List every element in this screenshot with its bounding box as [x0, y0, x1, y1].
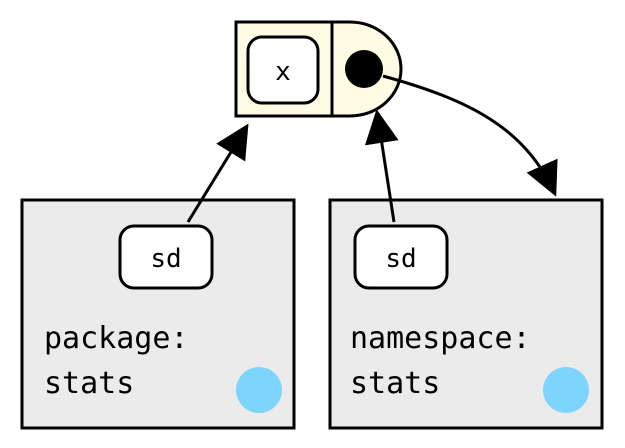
namespace-env-name-line2: stats: [350, 366, 440, 401]
package-environment: sd package: stats: [20, 198, 296, 430]
namespace-env-name-line1: namespace:: [350, 321, 531, 356]
package-env-name-line2: stats: [44, 366, 134, 401]
namespace-binding-sd-label: sd: [385, 244, 416, 274]
namespace-binding-sd: [353, 224, 449, 290]
arrow-namespace-sd-to-function: [364, 109, 399, 223]
function-object: x: [234, 20, 403, 118]
arrow-package-sd-to-function: [186, 123, 249, 223]
formal-arg-x-label: x: [275, 57, 291, 87]
package-binding-sd: [118, 224, 214, 290]
arrow-function-env-to-namespace: [382, 74, 558, 197]
namespace-environment: sd namespace: stats: [328, 198, 604, 430]
package-binding-sd-label: sd: [150, 244, 181, 274]
namespace-env-marker: [543, 367, 589, 413]
package-env-name-line1: package:: [44, 321, 189, 356]
formal-arg-x: [246, 35, 320, 105]
function-environment-dot: [345, 50, 383, 88]
package-env-marker: [236, 367, 282, 413]
